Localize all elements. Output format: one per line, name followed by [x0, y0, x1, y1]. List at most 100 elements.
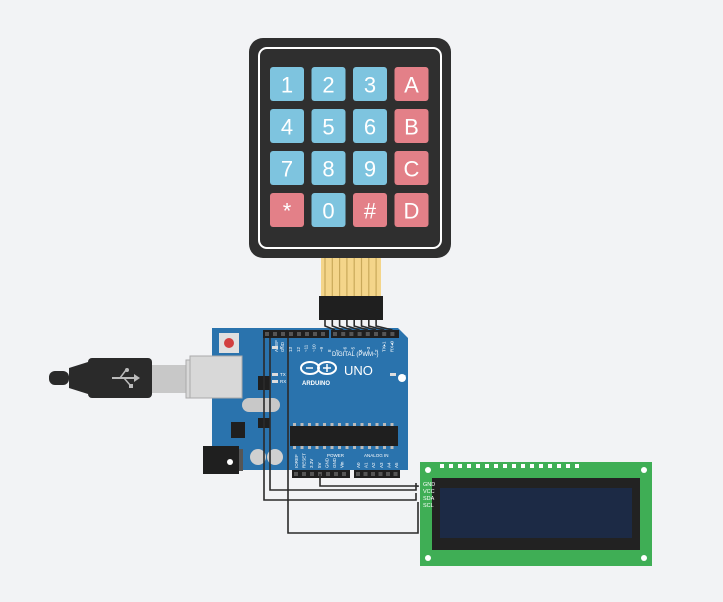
- lcd-mounting-hole: [641, 467, 647, 473]
- key-7[interactable]: 7: [270, 151, 304, 185]
- key-6[interactable]: 6: [353, 109, 387, 143]
- lcd-pin-label: GND: [423, 482, 435, 488]
- capacitor: [267, 449, 283, 465]
- key-label: 4: [281, 115, 293, 140]
- key-3[interactable]: 3: [353, 67, 387, 101]
- key-C[interactable]: C: [394, 151, 429, 185]
- lcd-header-pin: [503, 464, 507, 468]
- key-label: #: [364, 199, 377, 224]
- key-B[interactable]: B: [394, 109, 429, 143]
- atmega-chip: [290, 423, 398, 449]
- lcd-header-pin: [512, 464, 516, 468]
- key-5[interactable]: 5: [311, 109, 346, 143]
- power-pin-label: GND: [324, 457, 329, 468]
- key-label: 3: [364, 73, 376, 98]
- mounting-hole: [227, 459, 233, 465]
- reset-button-cap: [224, 338, 234, 348]
- key-label: 9: [364, 157, 376, 182]
- key-4[interactable]: 4: [270, 109, 304, 143]
- key-label: 6: [364, 115, 376, 140]
- analog-pin-label: A2: [371, 462, 376, 468]
- lcd-header-pin: [530, 464, 534, 468]
- lcd-header-pin: [458, 464, 462, 468]
- lcd-header-pin: [485, 464, 489, 468]
- key-label: *: [283, 199, 292, 224]
- power-pin-label: 3.3V: [309, 459, 314, 468]
- key-cap: [270, 109, 304, 143]
- digital-pin-label: ~9: [319, 346, 324, 352]
- lcd-screen: [440, 488, 632, 538]
- key-#[interactable]: #: [353, 193, 387, 227]
- digital-pin-label: ~11: [304, 344, 309, 352]
- digital-pin-label: 7: [335, 349, 340, 352]
- digital-pin-label: ~6: [343, 346, 348, 352]
- keypad-wire: [360, 320, 377, 331]
- key-cap: [394, 109, 429, 143]
- keypad-wires: [324, 320, 393, 331]
- key-*[interactable]: *: [270, 193, 304, 227]
- key-label: 0: [322, 199, 334, 224]
- keypad-wire: [375, 320, 393, 331]
- arduino-brand-label: ARDUINO: [302, 381, 330, 387]
- power-pin-label: 5V: [317, 462, 322, 468]
- key-label: 1: [281, 73, 293, 98]
- analog-pin-label: A4: [386, 462, 391, 468]
- key-label: D: [404, 199, 420, 224]
- lcd-mounting-hole: [425, 467, 431, 473]
- digital-pin-label: 4: [358, 349, 363, 352]
- digital-pin-label: 13: [288, 346, 293, 352]
- lcd-pin-label: VCC: [423, 489, 435, 495]
- key-2[interactable]: 2: [311, 67, 346, 101]
- keypad-ribbon-cable: [319, 258, 383, 320]
- key-cap: [353, 67, 387, 101]
- lcd-header-pin: [557, 464, 561, 468]
- power-jack: [203, 446, 239, 474]
- lcd-header-pin: [548, 464, 552, 468]
- voltage-regulator: [231, 422, 245, 438]
- key-0[interactable]: 0: [311, 193, 346, 227]
- key-cap: [311, 109, 346, 143]
- tx-label: TX: [280, 372, 286, 377]
- digital-header-right: [331, 330, 399, 338]
- digital-pin-label: 8: [327, 349, 332, 352]
- lcd-pin-label: SDA: [423, 496, 435, 502]
- lcd-header-pin: [494, 464, 498, 468]
- digital-pin-label: ~10: [311, 344, 316, 352]
- lcd-header-pin: [440, 464, 444, 468]
- key-label: 5: [322, 115, 334, 140]
- key-1[interactable]: 1: [270, 67, 304, 101]
- lcd-header-pin: [575, 464, 579, 468]
- usb-icon: [112, 368, 140, 388]
- key-label: B: [404, 115, 419, 140]
- key-cap: [270, 67, 304, 101]
- keypad-wire: [324, 320, 336, 331]
- key-label: C: [404, 157, 420, 182]
- tx-led: [272, 373, 278, 376]
- arduino-infinity-logo: [300, 361, 337, 375]
- key-A[interactable]: A: [394, 67, 429, 101]
- wire-scl: [287, 338, 419, 534]
- key-cap: [394, 151, 429, 185]
- uno-label: UNO: [344, 363, 373, 378]
- lcd-header-pin: [566, 464, 570, 468]
- keypad-wire: [353, 320, 369, 331]
- analog-pin-label: A0: [356, 462, 361, 468]
- lcd-pin-label: SCL: [423, 503, 434, 509]
- key-8[interactable]: 8: [311, 151, 346, 185]
- keypad-wire: [338, 320, 352, 331]
- key-cap: [311, 67, 346, 101]
- power-label: POWER: [327, 453, 345, 458]
- on-led: [390, 373, 396, 376]
- lcd-header-pin: [539, 464, 543, 468]
- wire-vcc: [319, 474, 419, 487]
- key-D[interactable]: D: [394, 193, 429, 227]
- digital-pin-label: 2: [374, 349, 379, 352]
- digital-pin-label: ~5: [350, 346, 355, 352]
- lcd-header-pin: [467, 464, 471, 468]
- key-9[interactable]: 9: [353, 151, 387, 185]
- l-label: L: [280, 345, 283, 350]
- keypad-connector: [319, 296, 383, 320]
